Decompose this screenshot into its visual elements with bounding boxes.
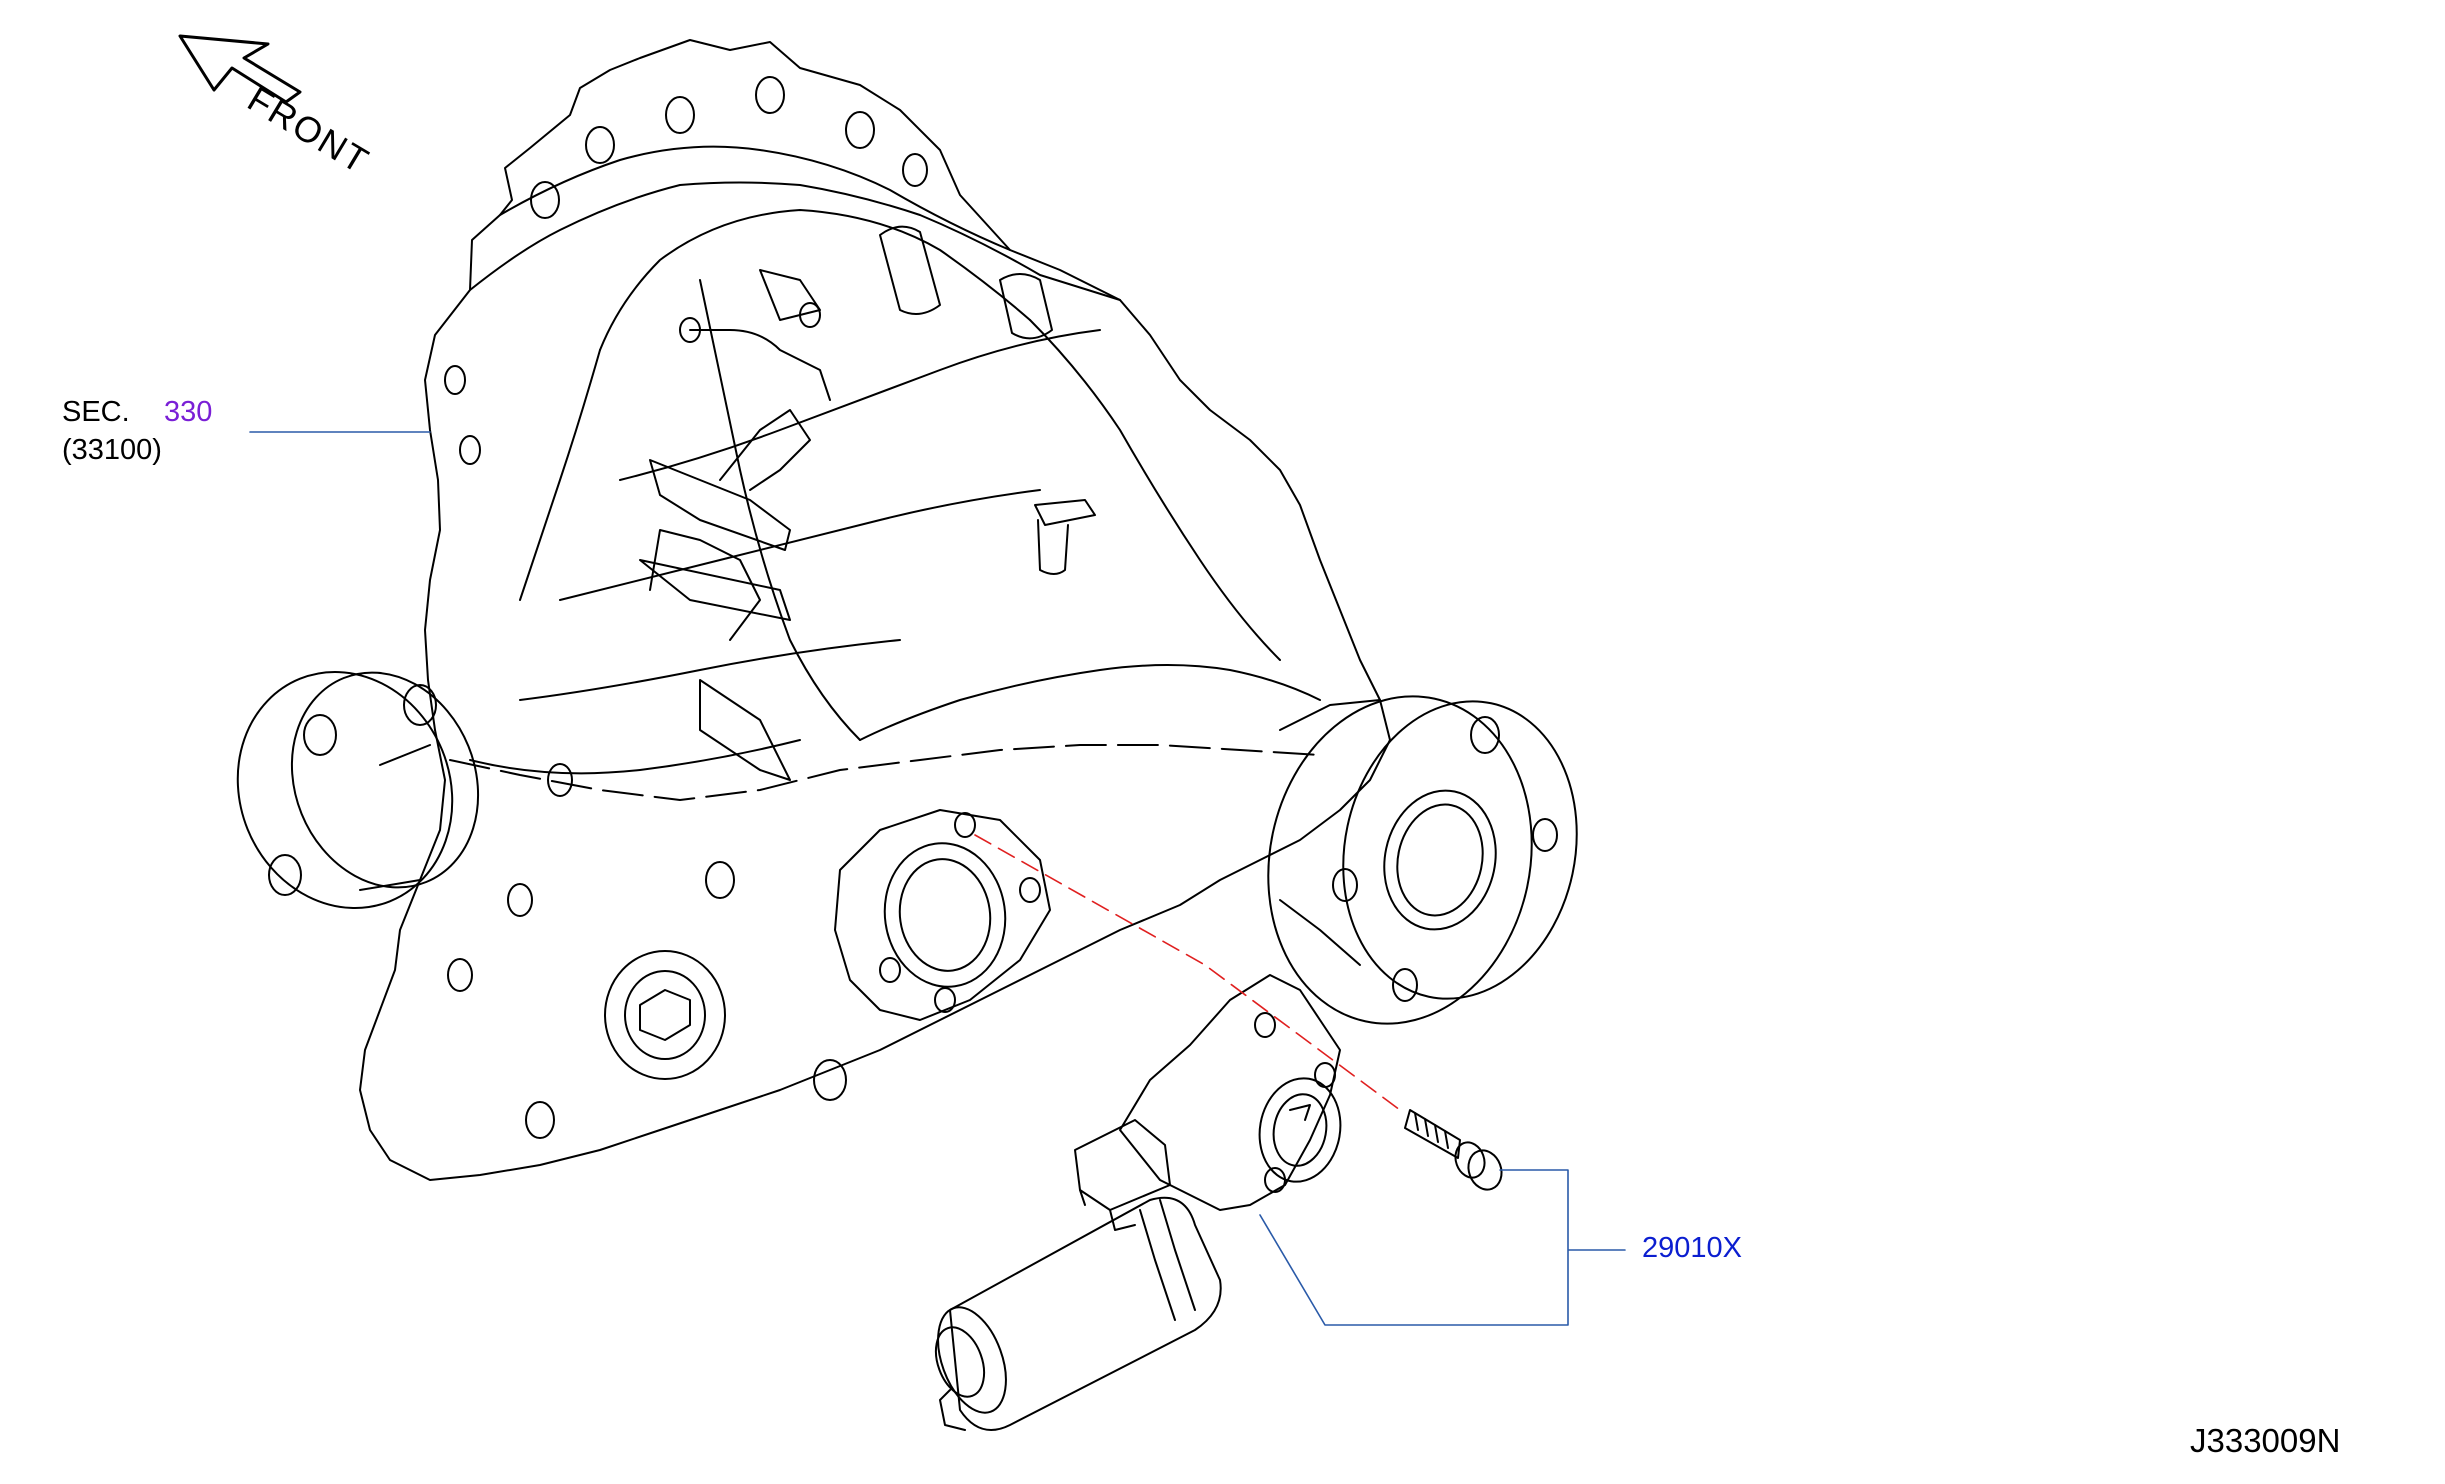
sec-330-link[interactable]: 330 [164, 396, 213, 428]
actuator-bolt [1404, 1109, 1503, 1191]
front-arrow-icon [178, 34, 302, 104]
sec-prefix: SEC. [62, 396, 130, 428]
transfer-actuator [934, 974, 1342, 1431]
part-bracket-line [1259, 1169, 1626, 1326]
diagram-id: J333009N [2190, 1422, 2341, 1459]
alignment-centerline [974, 834, 1401, 1111]
sec-sub-number: (33100) [62, 434, 162, 466]
transfer-case-housing [236, 39, 1578, 1181]
part-29010x-link[interactable]: 29010X [1642, 1232, 1742, 1264]
